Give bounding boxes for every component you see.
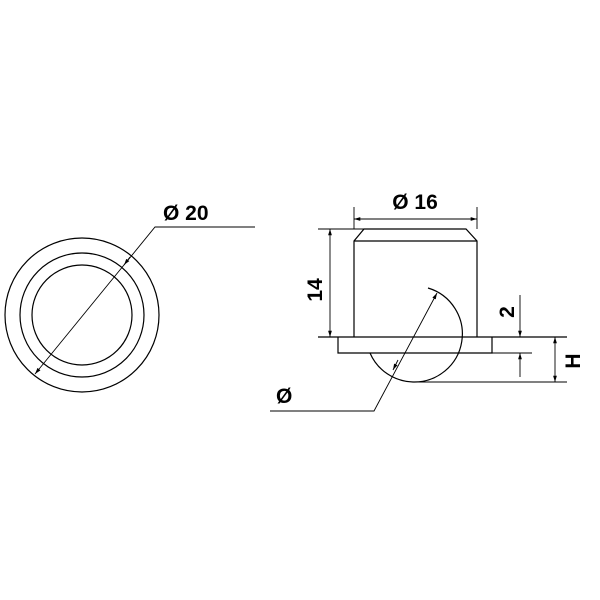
body-outline [353,228,478,337]
ball [369,287,463,383]
flange-2-label: 2 [496,306,519,318]
top-view: Ø 20 [4,202,255,393]
ball-diameter-arrow [392,359,399,371]
diameter-16-label: Ø 16 [392,191,438,214]
ball-diameter-leader [270,292,438,412]
diameter-20-label: Ø 20 [163,202,209,225]
middle-ring [19,252,145,378]
ball-diameter-label: Ø [276,385,292,408]
diameter-20-leader [34,226,255,375]
total-height-label: H [562,353,585,368]
outer-ring [4,237,160,393]
inner-ring [31,264,133,366]
height-14-label: 14 [304,278,327,302]
side-view: Ø 16 14 2 H Ø [270,191,585,412]
flange [337,337,493,354]
diameter-20-arrow [123,256,131,266]
